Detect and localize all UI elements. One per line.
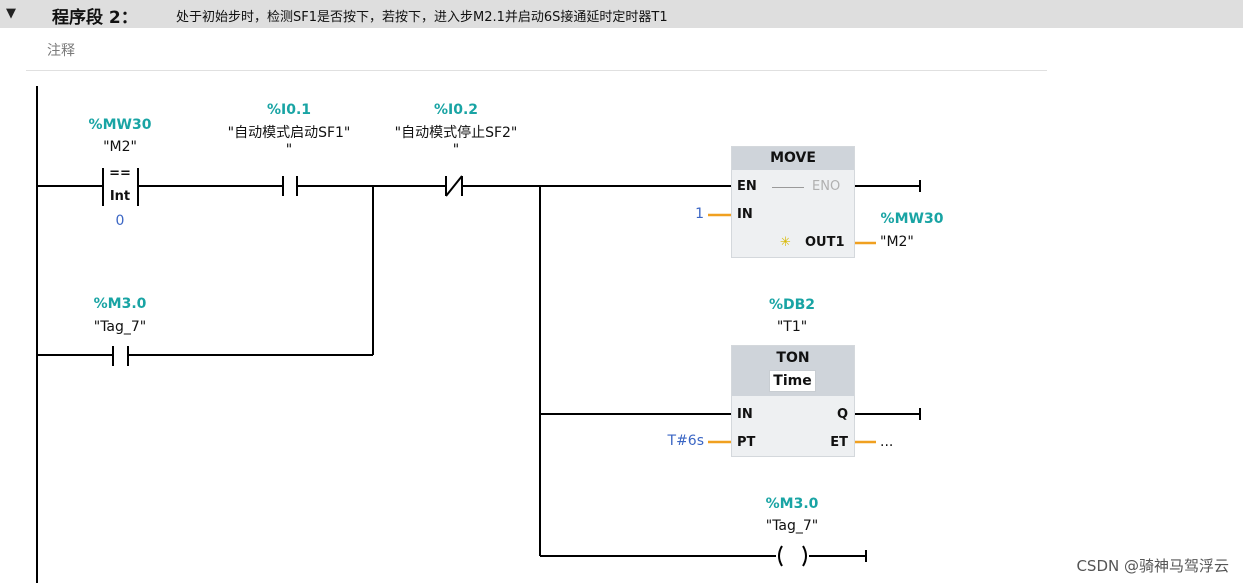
move-out-tag[interactable]: "M2" <box>880 234 914 250</box>
ton-pin-et: ET <box>830 435 848 450</box>
coil-tag[interactable]: "Tag_7" <box>765 518 819 534</box>
ton-block[interactable]: TON Time IN PT Q ET <box>731 345 855 457</box>
compare-type[interactable]: Int <box>109 189 131 204</box>
move-pin-en: EN <box>737 179 757 194</box>
move-block[interactable]: MOVE EN ENO IN ✳ OUT1 <box>731 146 855 258</box>
move-in-value[interactable]: 1 <box>695 206 704 222</box>
compare-tag[interactable]: "M2" <box>103 139 137 155</box>
ton-pin-q: Q <box>836 407 848 422</box>
network-comment[interactable]: 注释 <box>47 43 75 59</box>
triangle-down-icon[interactable]: ▼ <box>6 6 16 21</box>
compare-operand[interactable]: 0 <box>115 213 125 229</box>
ton-et-value[interactable]: ... <box>880 434 894 450</box>
ton-pt-value[interactable]: T#6s <box>667 433 704 449</box>
contact-hold-tag[interactable]: "Tag_7" <box>93 319 147 335</box>
coil-address[interactable]: %M3.0 <box>765 496 819 512</box>
compare-address[interactable]: %MW30 <box>88 117 152 133</box>
ton-type-selector[interactable]: Time <box>769 370 816 392</box>
ton-pin-pt: PT <box>737 435 756 450</box>
move-block-header <box>732 147 854 170</box>
contact-stop-tag[interactable]: "自动模式停止SF2" <box>394 125 518 141</box>
ton-instance-address[interactable]: %DB2 <box>768 297 816 313</box>
coil-left <box>778 545 783 567</box>
move-out-address[interactable]: %MW30 <box>880 211 944 227</box>
move-pin-eno: ENO <box>812 179 841 194</box>
contact-stop-address[interactable]: %I0.2 <box>433 102 479 118</box>
coil-right <box>802 545 807 567</box>
ton-instance-tag[interactable]: "T1" <box>776 319 808 335</box>
ton-pin-in: IN <box>737 407 753 422</box>
comment-divider <box>26 70 1047 71</box>
ton-block-title: TON <box>776 350 810 366</box>
contact-stop-tag-tail: " <box>452 142 460 158</box>
compare-operator: == <box>109 166 131 181</box>
network-header: ▼ 程序段 2： 处于初始步时，检测SF1是否按下，若按下，进入步M2.1并启动… <box>0 0 1243 28</box>
contact-start-tag-tail: " <box>285 142 293 158</box>
contact-start-tag[interactable]: "自动模式启动SF1" <box>227 125 351 141</box>
sparkle-icon: ✳ <box>780 235 791 250</box>
network-description[interactable]: 处于初始步时，检测SF1是否按下，若按下，进入步M2.1并启动6S接通延时定时器… <box>176 10 668 25</box>
move-pin-in: IN <box>737 207 753 222</box>
en-eno-link <box>772 187 804 188</box>
network-title: 程序段 2： <box>52 8 138 28</box>
contact-stop-slash <box>445 175 463 197</box>
watermark: CSDN @骑神马驾浮云 <box>1076 557 1229 575</box>
contact-start-address[interactable]: %I0.1 <box>266 102 312 118</box>
move-block-title: MOVE <box>770 150 816 166</box>
move-pin-out1: OUT1 <box>805 235 845 250</box>
contact-hold-address[interactable]: %M3.0 <box>93 296 147 312</box>
